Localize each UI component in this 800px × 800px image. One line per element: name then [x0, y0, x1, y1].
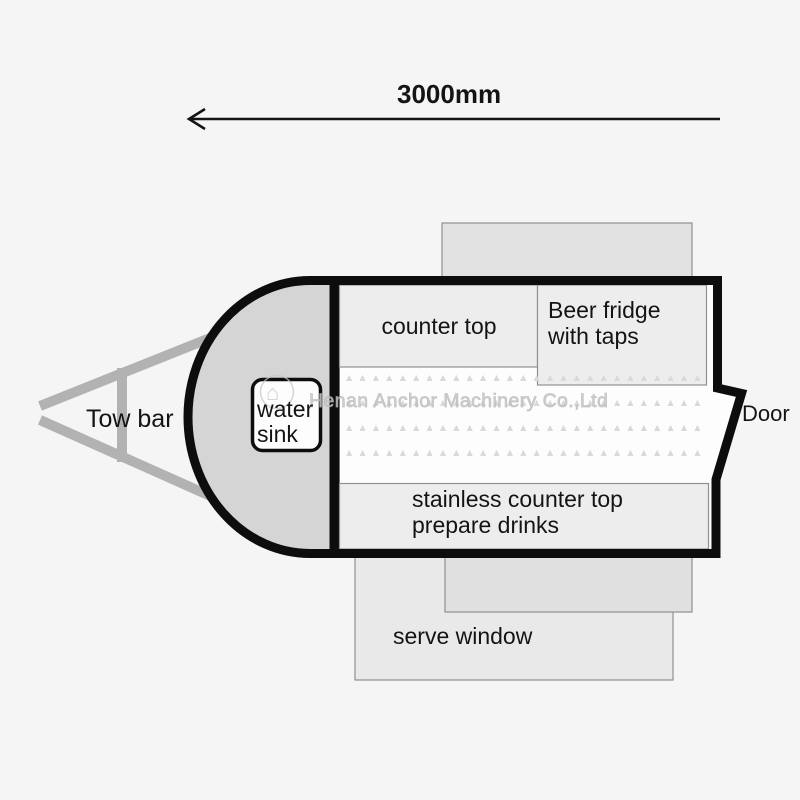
dimension-arrow	[186, 107, 720, 131]
trailer-wall-outline	[183, 276, 748, 558]
serve-hatch-overlay-rect	[444, 556, 693, 613]
arrow-left-icon	[186, 107, 206, 131]
door-label: Door	[742, 401, 790, 426]
water-sink-box	[250, 377, 323, 453]
top-hatch-rect	[441, 222, 693, 282]
beer-fridge-label: Beer fridge with taps	[548, 297, 661, 349]
water-sink-label: water sink	[257, 396, 314, 447]
house-logo-icon: ⌂	[266, 380, 279, 405]
watermark-logo-circle	[259, 374, 295, 410]
tow-bar-label: Tow bar	[86, 405, 174, 433]
dimension-label: 3000mm	[397, 79, 502, 109]
counter-top-label: counter top	[381, 313, 497, 339]
watermark-logo: ⌂	[259, 374, 295, 410]
stainless-counter-box	[338, 482, 710, 550]
stainless-counter-label: stainless counter top prepare drinks	[412, 486, 623, 538]
serve-window-label: serve window	[393, 623, 533, 649]
